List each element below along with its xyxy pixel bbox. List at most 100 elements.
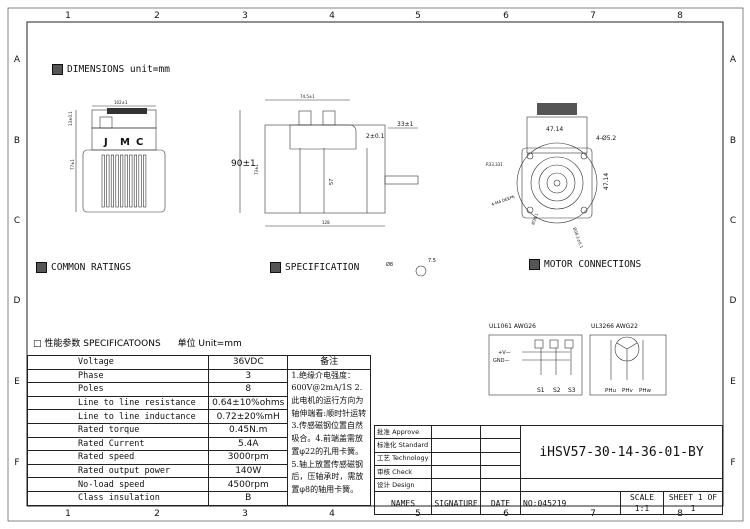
spec-name: Line to line resistance: [26, 395, 210, 411]
ruler-row-C: C: [730, 216, 736, 226]
dim-d1: Ø38.1: [530, 212, 539, 225]
part-number: iHSV57-30-14-36-01-BY: [520, 424, 723, 480]
section-icon: [52, 64, 63, 75]
power-wiring: UL3266 AWG22 PHu PHv PHw: [589, 323, 667, 396]
ruler-col-7: 7: [590, 11, 596, 21]
sensor-s2: S2: [553, 387, 561, 394]
spec-value: B: [208, 490, 289, 506]
common-ratings-heading: COMMON RATINGS: [36, 262, 131, 273]
common-ratings-label: COMMON RATINGS: [51, 262, 132, 273]
section-icon: [529, 259, 540, 270]
spec-name: Rated torque: [26, 422, 210, 438]
ruler-col-3: 3: [242, 11, 248, 21]
sensor-s1: S1: [537, 387, 545, 394]
date-header: DATE: [480, 491, 521, 516]
dim-flange: 2±0.1: [366, 133, 385, 140]
ruler-row-D: D: [730, 296, 737, 306]
ruler-col-4: 4: [329, 509, 335, 519]
spec-name: Rated output power: [26, 463, 210, 479]
dim-conn: 13±0.1: [68, 111, 73, 126]
spec-name: Line to line inductance: [26, 409, 210, 424]
spec-name: Phase: [26, 368, 210, 384]
spec-heading: □ 性能参数 SPECIFICATOONS 单位 Unit=mm: [33, 336, 242, 349]
dim-key: 7.5: [428, 258, 436, 264]
gnd-label: GND—: [493, 358, 509, 364]
ruler-row-A: A: [730, 55, 737, 65]
ruler-col-6: 6: [503, 11, 509, 21]
section-icon: [36, 262, 47, 273]
ruler-row-B: B: [730, 136, 736, 146]
sensor-cable-label: UL1061 AWG26: [489, 323, 536, 330]
dim-inner-h: 73±1: [254, 164, 259, 175]
phase-u: PHu: [605, 388, 616, 394]
dim-pcd: 47.14: [546, 126, 563, 133]
brand-c: C: [136, 137, 143, 148]
drawing-number: NO:045219: [520, 491, 621, 516]
ruler-col-5: 5: [415, 11, 421, 21]
ruler-col-1: 1: [65, 509, 71, 519]
ruler-row-D: D: [14, 296, 21, 306]
dim-holes: 4-Ø5.2: [596, 135, 616, 142]
spec-value: 0.72±20%mH: [208, 409, 289, 424]
dim-shaft-d: Ø8: [386, 261, 393, 268]
ruler-col-2: 2: [154, 509, 160, 519]
spec-name: No-load speed: [26, 477, 210, 492]
ruler-col-8: 8: [677, 11, 683, 21]
ruler-col-2: 2: [154, 11, 160, 21]
role-check: 审核 Check: [374, 464, 432, 480]
dimensions-label: DIMENSIONS unit=mm: [67, 64, 170, 75]
dim-pcd-v: 47.14: [603, 173, 610, 190]
dim-width: 102±1: [114, 100, 128, 105]
phase-w: PHw: [639, 388, 651, 394]
spec-value: 0.64±10%ohms: [208, 395, 289, 411]
dim-shaft-len: 33±1: [397, 121, 414, 128]
ruler-row-E: E: [14, 377, 20, 387]
spec-unit-label: 单位 Unit=mm: [177, 339, 242, 349]
role-design: 设计 Design: [374, 478, 432, 493]
notes: 1.绝缘介电强度：600V@2mA/1S 2.此电机的运行方向为轴伸端看:顺时针…: [287, 368, 371, 506]
ruler-row-B: B: [14, 136, 20, 146]
section-icon: [270, 262, 281, 273]
spec-value: 4500rpm: [208, 477, 289, 492]
notes-header: 备注: [287, 355, 371, 370]
dim-tap: 4-M4 DEEP6: [491, 194, 516, 207]
spec-name: Rated Current: [26, 436, 210, 452]
spec-value: 8: [208, 382, 289, 397]
outer-frame: [7, 7, 744, 522]
side-view: 74.5±1 90±1 73±1 33±1 2±0.1 57 128: [231, 94, 419, 227]
spec-name: Class insulation: [26, 490, 210, 506]
ruler-row-C: C: [14, 216, 20, 226]
spec-heading-label: □ 性能参数 SPECIFICATOONS: [33, 339, 161, 349]
role-technology: 工艺 Technology: [374, 451, 432, 466]
dim-height: 90±1: [231, 159, 256, 169]
ruler-row-F: F: [14, 458, 19, 468]
dim-body: 57: [329, 179, 335, 185]
ruler-row-A: A: [14, 55, 21, 65]
dim-radius: R33.331: [486, 162, 503, 167]
ruler-row-F: F: [730, 458, 735, 468]
ruler-col-4: 4: [329, 11, 335, 21]
spec-value: 3000rpm: [208, 450, 289, 465]
ruler-col-1: 1: [65, 11, 71, 21]
front-view: J M C 102±1 77±1 13±0.1: [68, 100, 166, 213]
ruler-row-E: E: [730, 377, 736, 387]
end-view: 47.14 4-Ø5.2 47.14 R33.331 4-M4 DEEP6 Ø3…: [486, 103, 616, 249]
role-standard: 标准化 Standard: [374, 438, 432, 453]
sheet: SHEET 1 OF 1: [663, 491, 723, 516]
phase-v: PHv: [622, 388, 633, 394]
specification-heading: SPECIFICATION: [270, 262, 359, 273]
scale: SCALE 1:1: [620, 491, 664, 516]
spec-name: Voltage: [26, 355, 210, 370]
spec-value: 3: [208, 368, 289, 384]
power-cable-label: UL3266 AWG22: [591, 323, 638, 330]
brand-j: J: [103, 137, 108, 148]
spec-name: Rated speed: [26, 450, 210, 465]
dim-height-left: 77±1: [70, 159, 75, 170]
